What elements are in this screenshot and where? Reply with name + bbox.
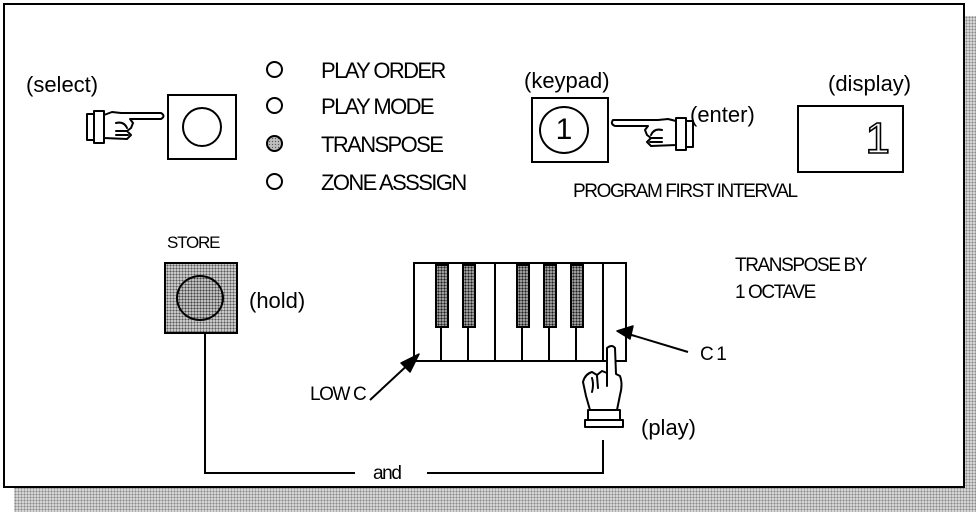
play-label: (play) [641, 417, 696, 439]
and-label: and [373, 464, 401, 483]
